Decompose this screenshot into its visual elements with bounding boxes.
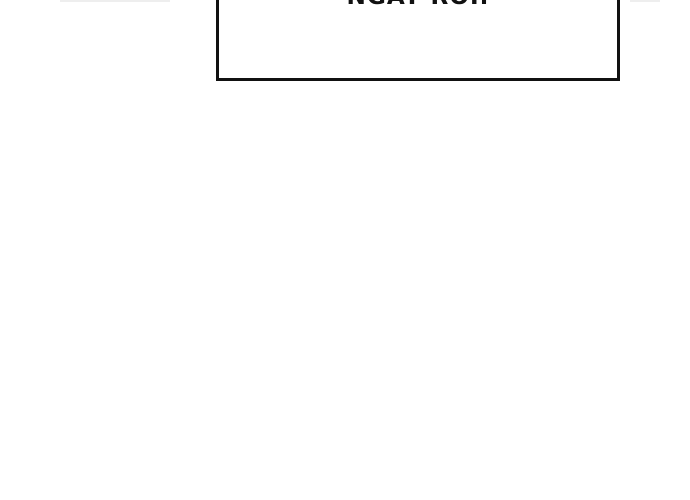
page-edge-mark	[60, 0, 170, 2]
page-edge-mark	[630, 0, 660, 2]
speech-box: NGAY RỒI.	[216, 0, 620, 81]
speech-text: NGAY RỒI.	[209, 0, 627, 10]
